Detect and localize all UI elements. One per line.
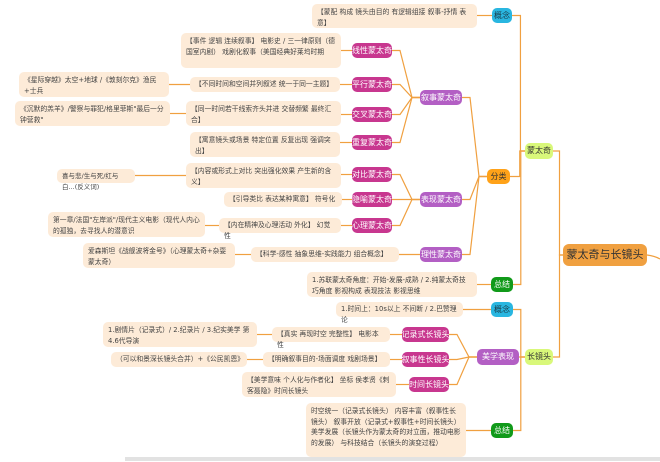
connector-line — [513, 356, 525, 432]
narrative-montage-node[interactable]: 叙事蒙太奇 — [420, 90, 462, 105]
connector-line — [392, 96, 420, 144]
montage-concept-note: 【蒙配 构成 镜头由目的 有逻辑组接 叙事-抒情 表意】 — [312, 4, 477, 28]
connector-line — [449, 333, 477, 358]
narrative-longtake-note: 【明确叙事目的-场面调度 戏剧场景】 — [263, 352, 390, 367]
longtake-node[interactable]: 长镜头 — [525, 349, 553, 365]
connector-line — [513, 150, 525, 286]
rational-montage-node[interactable]: 理性蒙太奇 — [420, 247, 462, 262]
longtake-summary-node[interactable]: 总结 — [491, 423, 513, 438]
connector-line — [392, 198, 420, 227]
connector-line — [510, 150, 525, 178]
contrast-montage-node[interactable]: 对比蒙太奇 — [352, 167, 392, 182]
longtake-label: 长镜头 — [527, 352, 551, 361]
connector-line — [462, 175, 487, 256]
aesthetic-label: 美学表现 — [482, 352, 514, 361]
psychological-montage-node[interactable]: 心理蒙太奇 — [352, 218, 392, 233]
metaphor-montage-node[interactable]: 隐喻蒙太奇 — [352, 192, 392, 207]
connector-line — [462, 175, 487, 201]
repetition-montage-note: 【寓意镜头或场景 特定位置 反复出现 强调突出】 — [190, 132, 340, 157]
record-longtake-node[interactable]: 记录式长镜头 — [402, 327, 450, 342]
parallel-montage-example: 《星际穿越》太空+地球 /《敦刻尔克》渔民+士兵 — [19, 72, 169, 97]
expressive-montage-node[interactable]: 表现蒙太奇 — [420, 192, 462, 207]
longtake-concept-label: 概念 — [494, 304, 510, 314]
cross-montage-note: 【同一时间若干线索齐头并进 交替频繁 最终汇合】 — [186, 101, 341, 126]
montage-concept-node[interactable]: 概念 — [492, 8, 512, 23]
linear-montage-note: 【事件 逻辑 连续叙事】 电影史 / 三一律原则（德国室内剧） 戏剧化叙事（美国… — [181, 33, 341, 68]
psychological-montage-note: 【内在精神及心理活动 外化】 幻觉性 — [219, 218, 341, 240]
parallel-montage-node[interactable]: 平行蒙太奇 — [352, 77, 392, 92]
contrast-montage-example: 喜与悲/生与死/红与白...(反义词) — [57, 169, 135, 191]
rational-montage-example: 爱森斯坦《战舰波将金号》（心理蒙太奇+杂耍蒙太奇） — [83, 243, 235, 268]
cross-montage-node[interactable]: 交叉蒙太奇 — [352, 107, 392, 122]
record-longtake-example: 1.剧情片（记录式）/ 2.纪录片 / 3.纪实美学 第4.6代导演 — [103, 322, 257, 347]
time-longtake-note: 【美学意味 个人化与作者化】 坐标 侯孝贤《刺客聂隐》时间长镜头 — [242, 372, 396, 397]
longtake-concept-note: 1.时间上：10s以上 不间断 / 2.巴赞理论 — [336, 302, 463, 324]
montage-label: 蒙太奇 — [527, 146, 551, 155]
root-label: 蒙太奇与长镜头 — [566, 248, 644, 261]
montage-summary-label: 总结 — [494, 279, 510, 289]
montage-concept-label: 概念 — [494, 10, 510, 20]
connector-line — [449, 356, 477, 386]
record-longtake-note: 【真实 再现时空 完整性】 电影本性 — [272, 327, 390, 349]
root-node[interactable]: 蒙太奇与长镜头 — [563, 244, 647, 266]
psychological-montage-example: 第一章/法国"左岸派"/现代主义电影（现代人内心的孤独，去寻找人的潜意识 — [48, 212, 205, 237]
aesthetic-node[interactable]: 美学表现 — [477, 349, 519, 365]
connector-line — [462, 96, 487, 178]
category-node[interactable]: 分类 — [487, 169, 510, 184]
cross-montage-example: 《沉默的羔羊》/警察与罪犯/格里菲斯"最后一分钟营救" — [15, 101, 170, 126]
connector-line — [512, 14, 525, 152]
category-label: 分类 — [490, 171, 507, 181]
connector-line — [392, 96, 420, 116]
time-longtake-node[interactable]: 时间长镜头 — [409, 377, 449, 392]
root-to-montage-line — [553, 150, 563, 256]
connector-line — [392, 83, 420, 99]
narrative-longtake-example: （可以和景深长镜头合并）+《公民凯恩》 — [111, 352, 247, 367]
montage-summary-node[interactable]: 总结 — [491, 277, 513, 292]
narrative-longtake-node[interactable]: 叙事性长镜头 — [402, 352, 450, 367]
rational-label: 理性蒙太奇 — [421, 249, 461, 259]
rational-montage-note: 【科学-感性 抽象思维-实践能力 组合概念】 — [251, 247, 399, 262]
linear-montage-node[interactable]: 线性蒙太奇 — [352, 43, 392, 58]
montage-node[interactable]: 蒙太奇 — [525, 143, 553, 159]
connector-line — [392, 173, 420, 201]
longtake-concept-node[interactable]: 概念 — [491, 302, 513, 317]
expressive-label: 表现蒙太奇 — [421, 194, 461, 204]
montage-summary-note: 1.苏联蒙太奇角度：开始-发展-成熟 / 2.纯蒙太奇技巧角度 影视构成 表现技… — [307, 272, 477, 297]
longtake-summary-label: 总结 — [494, 425, 510, 435]
root-to-longtake-line — [553, 254, 563, 358]
repetition-montage-node[interactable]: 重复蒙太奇 — [352, 135, 392, 150]
contrast-montage-note: 【内容或形式上对比 突出强化效果 产生新的含义】 — [186, 163, 341, 188]
parallel-montage-note: 【不同时间和空间并列叙述 统一于同一主题】 — [190, 77, 340, 92]
narrative-label: 叙事蒙太奇 — [421, 92, 461, 102]
metaphor-montage-note: 【引导类比 表达某种寓意】 符号化 — [224, 192, 342, 207]
horizontal-scrollbar[interactable] — [125, 457, 660, 461]
longtake-summary-note: 时空统一（记录式长镜头） 内容丰富（叙事性长镜头） 叙事开放（记录式+叙事性+时… — [306, 403, 466, 457]
root-continuation-line — [646, 254, 660, 260]
